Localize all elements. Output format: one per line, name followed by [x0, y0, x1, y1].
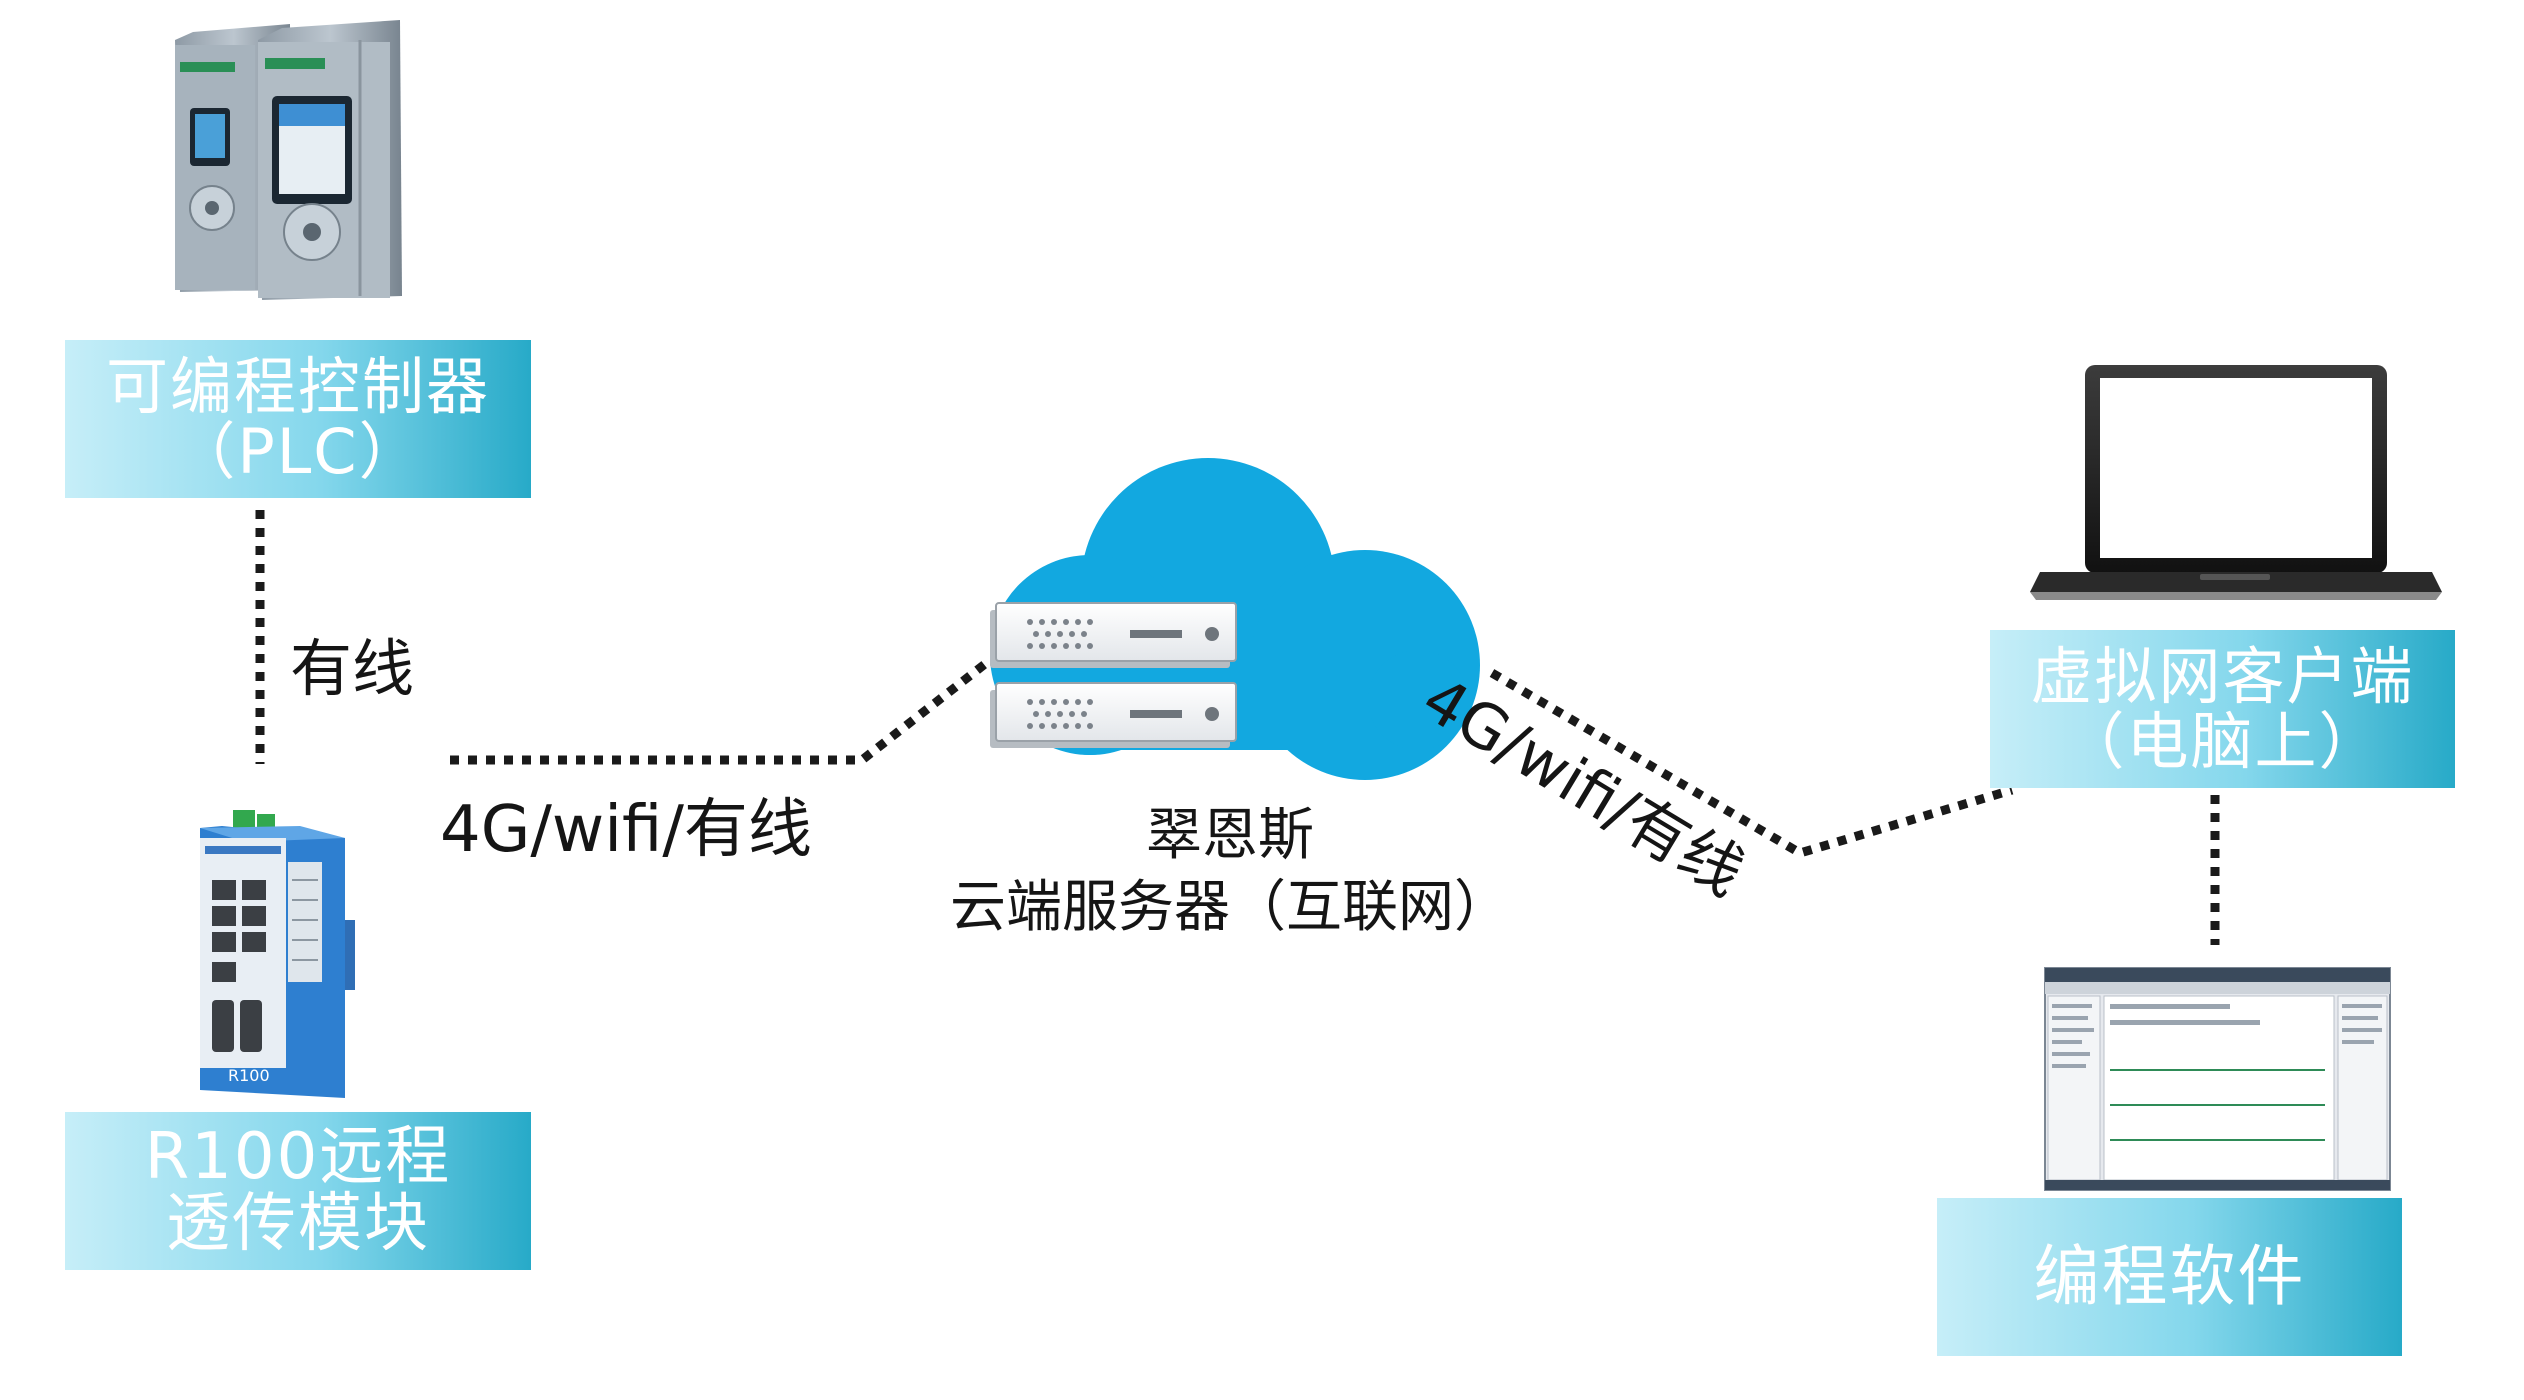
server-unit: [990, 682, 1237, 748]
software-screenshot-image: [2044, 967, 2391, 1191]
virtual-client-subtitle: （电脑上）: [2062, 705, 2383, 778]
r100-subtitle: 透传模块: [166, 1187, 430, 1261]
server-unit: [990, 602, 1237, 668]
server-subtitle: 云端服务器（互联网）: [950, 874, 1510, 940]
r100-device-label: R100: [228, 1066, 270, 1085]
link-r100-cloud: [450, 660, 988, 765]
r100-label-box: R100远程 透传模块: [65, 1112, 531, 1270]
link-label-plc-r100: 有线: [290, 632, 415, 705]
server-title: 翠恩斯: [1146, 803, 1314, 868]
plc-title: 可编程控制器: [105, 349, 490, 423]
r100-title: R100远程: [144, 1119, 452, 1194]
virtual-client-label-box: 虚拟网客户端 （电脑上）: [1990, 630, 2455, 788]
software-label-box: 编程软件: [1937, 1198, 2402, 1356]
server-label: 翠恩斯 云端服务器（互联网）: [900, 800, 1560, 943]
laptop-image: [2030, 365, 2442, 600]
plc-device-image: [175, 20, 402, 300]
plc-label-box: 可编程控制器 （PLC）: [65, 340, 531, 498]
link-label-r100-cloud: 4G/wifi/有线: [440, 793, 812, 867]
link-cloud-client: [1489, 669, 2014, 858]
virtual-client-title: 虚拟网客户端: [2030, 639, 2415, 713]
r100-module-image: [200, 810, 355, 1098]
plc-subtitle: （PLC）: [173, 415, 423, 488]
cloud-server-image: [990, 458, 1480, 780]
software-title: 编程软件: [2033, 1238, 2306, 1316]
